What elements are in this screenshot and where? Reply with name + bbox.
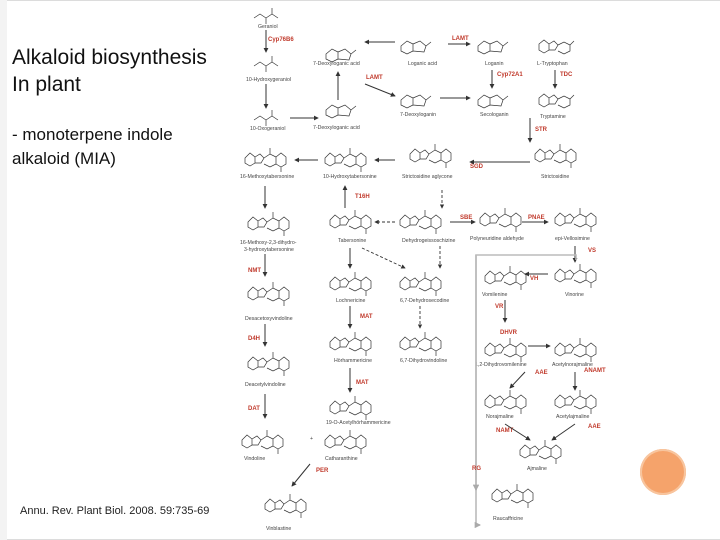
enzyme-label: DAT — [248, 406, 260, 412]
mia-biosynthesis-scheme: Geraniol Cyp76B6 10-Hydroxygeraniol 10-O… — [240, 7, 606, 532]
slide-title: Alkaloid biosynthesis In plant — [12, 44, 237, 98]
enzyme-label: AAE — [588, 424, 601, 430]
compound-label: Loganic acid — [408, 61, 437, 67]
enzyme-label: DHVR — [500, 330, 518, 336]
compound-label: 10-Hydroxygeraniol — [246, 77, 291, 83]
compound-label: Strictosidine aglycone — [402, 174, 453, 180]
compound-label: Acetylajmaline — [556, 414, 590, 420]
compound-label: Hörhammericine — [334, 358, 372, 364]
enzyme-label: T16H — [355, 194, 370, 200]
compound-label: Lochnericine — [336, 298, 366, 304]
compound-label: 7-Deoxyloganic acid — [313, 61, 360, 67]
slide-title-line-2: In plant — [12, 73, 81, 96]
slide-subtitle: - monoterpene indole alkaloid (MIA) — [12, 123, 237, 171]
compound-label: Polyneuridine aldehyde — [470, 236, 524, 242]
compound-label: 7-Deoxyloganin — [400, 112, 436, 118]
enzyme-label: TDC — [560, 72, 573, 78]
compound-label: Vinorine — [565, 292, 584, 298]
compound-label: 16-Methoxy-2,3-dihydro- — [240, 240, 297, 246]
enzyme-label: MAT — [356, 380, 369, 386]
compound-label: Norajmaline — [486, 414, 514, 420]
compound-label: Vinblastine — [266, 526, 291, 532]
enzyme-label: MAT — [360, 314, 373, 320]
compound-label: Vomilenine — [482, 292, 507, 298]
compound-label: Loganin — [485, 61, 504, 67]
enzyme-label: Cyp72A1 — [497, 72, 523, 78]
compound-label: Raucaffricine — [493, 516, 523, 522]
slide-left-stripe — [0, 0, 7, 540]
compound-label: Secologanin — [480, 112, 509, 118]
top-row-secologanin-pathway: Geraniol Cyp76B6 10-Hydroxygeraniol 10-O… — [246, 7, 575, 143]
citation: Annu. Rev. Plant Biol. 2008. 59:735-69 — [20, 505, 210, 517]
compound-label: 3-hydroxytabersonine — [244, 247, 294, 253]
enzyme-label: SGD — [470, 164, 484, 170]
compound-label: 19-O-Acetylhörhammericine — [326, 420, 391, 426]
row-vindoline: MAT 19-O-Acetylhörhammericine AAE ANAMT … — [241, 368, 606, 532]
enzyme-label: ANAMT — [584, 368, 606, 374]
row-tabersonine: T16H Tabersonine Dehydrogeissoschizine S… — [240, 185, 597, 253]
compound-label: Geraniol — [258, 24, 278, 30]
enzyme-label: D4H — [248, 336, 260, 342]
decorative-orange-circle — [640, 449, 686, 495]
enzyme-label: NAMT — [496, 428, 514, 434]
compound-label: 6,7-Dihydrovindoline — [400, 358, 447, 364]
slide-title-line-1: Alkaloid biosynthesis — [12, 46, 207, 69]
row-horhammericine: MAT Hörhammericine 6,7-Dihydrovindoline … — [245, 300, 597, 388]
enzyme-label: VR — [495, 304, 504, 310]
enzyme-label: PNAE — [528, 215, 545, 221]
compound-label: Acetylnorajmaline — [552, 362, 593, 368]
compound-label: Dehydrogeissoschizine — [402, 238, 455, 244]
enzyme-label: RG — [472, 466, 481, 472]
compound-label: Tryptamine — [540, 114, 566, 120]
compound-label: Strictosidine — [541, 174, 569, 180]
slide-top-border — [0, 0, 720, 1]
compound-label: 10-Oxogeraniol — [250, 126, 285, 132]
enzyme-label: NMT — [248, 268, 261, 274]
compound-label: 10-Hydroxytabersonine — [323, 174, 377, 180]
enzyme-label: PER — [316, 468, 329, 474]
compound-label: Ajmaline — [527, 466, 547, 472]
enzyme-label: VH — [530, 276, 538, 282]
compound-label: L-Tryptophan — [537, 61, 568, 67]
compound-label: 1,2-Dihydrovomilenine — [475, 362, 527, 368]
compound-label: Desacetoxyvindoline — [245, 316, 293, 322]
row-lochnericine-vinorine: Lochnericine 6,7-Dehydrosecodine VS Vino… — [245, 246, 597, 322]
compound-label: 16-Methoxytabersonine — [240, 174, 294, 180]
slide-subtitle-line-2: alkaloid (MIA) — [12, 149, 116, 168]
compound-label: epi-Vellosimine — [555, 236, 590, 242]
compound-label: 7-Deoxyloganic acid — [313, 125, 360, 131]
compound-label: + — [310, 436, 313, 442]
compound-label: Tabersonine — [338, 238, 366, 244]
enzyme-label: Cyp76B6 — [268, 37, 294, 43]
compound-label: 6,7-Dehydrosecodine — [400, 298, 449, 304]
enzyme-label: VS — [588, 248, 596, 254]
long-pathway-arrows: RG Raucaffricine — [437, 246, 577, 529]
enzyme-label: STR — [535, 127, 548, 133]
enzyme-label: LAMT — [366, 75, 383, 81]
row-strictosidine: Strictosidine SGD Strictosidine aglycone… — [240, 143, 577, 180]
enzyme-label: LAMT — [452, 36, 469, 42]
enzyme-label: AAE — [535, 370, 548, 376]
compound-label: Catharanthine — [325, 456, 358, 462]
enzyme-label: SBE — [460, 215, 472, 221]
compound-label: Deacetylvindoline — [245, 382, 286, 388]
compound-label: Vindoline — [244, 456, 265, 462]
slide-subtitle-line-1: - monoterpene indole — [12, 125, 173, 144]
